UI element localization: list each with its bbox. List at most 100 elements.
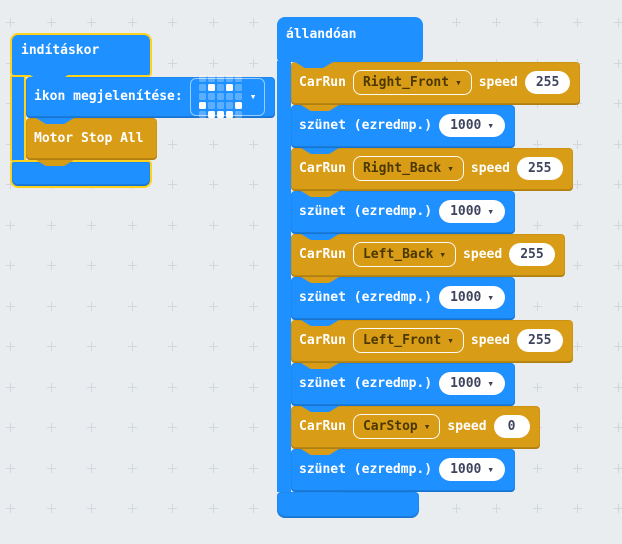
grid-cross-icon [168, 140, 177, 149]
led-cell-off [207, 102, 215, 109]
block-notch [301, 363, 339, 369]
pause-block[interactable]: szünet (ezredmp.)1000▾ [291, 449, 515, 498]
led-cell-on [234, 102, 242, 109]
grid-cross-icon [87, 464, 96, 473]
grid-cross-icon [168, 464, 177, 473]
chevron-down-icon: ▾ [487, 463, 494, 476]
block-notch [301, 320, 339, 326]
chevron-down-icon[interactable]: ▾ [249, 90, 257, 103]
grid-cross-icon [47, 18, 56, 27]
grid-cross-icon [209, 59, 218, 68]
speed-label: speed [470, 333, 511, 348]
grid-cross-icon [87, 423, 96, 432]
grid-cross-icon [6, 464, 15, 473]
forever-bottom-bar[interactable] [277, 492, 419, 518]
grid-cross-icon [87, 302, 96, 311]
forever-block[interactable]: állandóan [277, 17, 423, 68]
grid-cross-icon [128, 342, 137, 351]
block-notch [301, 234, 339, 240]
grid-cross-icon [168, 302, 177, 311]
led-cell-on [207, 84, 215, 91]
motor-dropdown[interactable]: Right_Back▾ [352, 156, 464, 181]
on-start-block[interactable]: indításkor [10, 33, 152, 81]
led-cell-off [207, 93, 215, 100]
grid-cross-icon [249, 180, 258, 189]
motor-dropdown[interactable]: Left_Front▾ [352, 328, 464, 353]
grid-cross-icon [128, 302, 137, 311]
grid-cross-icon [614, 221, 622, 230]
block-notch [301, 492, 339, 498]
grid-cross-icon [6, 423, 15, 432]
grid-cross-icon [128, 423, 137, 432]
duration-dropdown[interactable]: 1000▾ [439, 458, 505, 481]
grid-cross-icon [573, 221, 582, 230]
duration-dropdown[interactable]: 1000▾ [439, 286, 505, 309]
pause-block[interactable]: szünet (ezredmp.)1000▾ [291, 105, 515, 154]
led-cell-off [225, 75, 233, 82]
grid-cross-icon [6, 261, 15, 270]
speed-value-field[interactable]: 255 [509, 243, 555, 266]
grid-cross-icon [168, 180, 177, 189]
led-icon-picker[interactable]: ▾ [189, 75, 266, 118]
grid-cross-icon [573, 464, 582, 473]
duration-dropdown[interactable]: 1000▾ [439, 114, 505, 137]
speed-value-field[interactable]: 255 [517, 329, 563, 352]
motor-stop-all-label: Motor Stop All [34, 130, 144, 146]
forever-spine[interactable] [277, 61, 291, 492]
motor-dropdown-value: Left_Front [362, 333, 442, 348]
grid-cross-icon [614, 261, 622, 270]
speed-value-field[interactable]: 255 [517, 157, 563, 180]
grid-cross-icon [168, 261, 177, 270]
grid-cross-icon [128, 18, 137, 27]
grid-cross-icon [87, 261, 96, 270]
motor-dropdown[interactable]: CarStop▾ [352, 414, 441, 439]
motor-stop-all-block[interactable]: Motor Stop All [26, 118, 157, 166]
chevron-down-icon: ▾ [447, 162, 454, 175]
grid-cross-icon [249, 59, 258, 68]
speed-value: 255 [520, 247, 544, 262]
show-icon-block[interactable]: ikon megjelenítése: ▾ [26, 75, 276, 124]
on-start-bottom-bar[interactable] [10, 160, 152, 188]
duration-dropdown[interactable]: 1000▾ [439, 200, 505, 223]
grid-cross-icon [614, 140, 622, 149]
grid-cross-icon [47, 383, 56, 392]
pause-block[interactable]: szünet (ezredmp.)1000▾ [291, 363, 515, 412]
grid-cross-icon [249, 261, 258, 270]
on-start-spine[interactable] [10, 76, 26, 161]
grid-cross-icon [533, 221, 542, 230]
grid-cross-icon [6, 383, 15, 392]
block-notch [36, 118, 74, 124]
motor-dropdown[interactable]: Left_Back▾ [352, 242, 457, 267]
grid-cross-icon [6, 221, 15, 230]
grid-cross-icon [209, 261, 218, 270]
led-cell-on [225, 111, 233, 118]
pause-block[interactable]: szünet (ezredmp.)1000▾ [291, 277, 515, 326]
grid-cross-icon [573, 140, 582, 149]
grid-cross-icon [128, 383, 137, 392]
led-cell-on [207, 111, 215, 118]
speed-value-field[interactable]: 0 [493, 415, 530, 438]
duration-value: 1000 [450, 204, 482, 219]
grid-cross-icon [614, 342, 622, 351]
led-cell-off [207, 75, 215, 82]
car-run-label: CarRun [299, 419, 346, 434]
speed-value-field[interactable]: 255 [524, 71, 571, 94]
motor-dropdown[interactable]: Right_Front▾ [352, 70, 472, 95]
duration-dropdown[interactable]: 1000▾ [439, 372, 505, 395]
led-cell-off [216, 75, 224, 82]
grid-cross-icon [168, 342, 177, 351]
led-cell-off [234, 93, 242, 100]
grid-cross-icon [209, 423, 218, 432]
grid-cross-icon [87, 342, 96, 351]
motor-dropdown-value: Left_Back [362, 247, 434, 262]
grid-cross-icon [209, 221, 218, 230]
pause-block[interactable]: szünet (ezredmp.)1000▾ [291, 191, 515, 240]
led-cell-off [198, 111, 206, 118]
grid-cross-icon [533, 383, 542, 392]
